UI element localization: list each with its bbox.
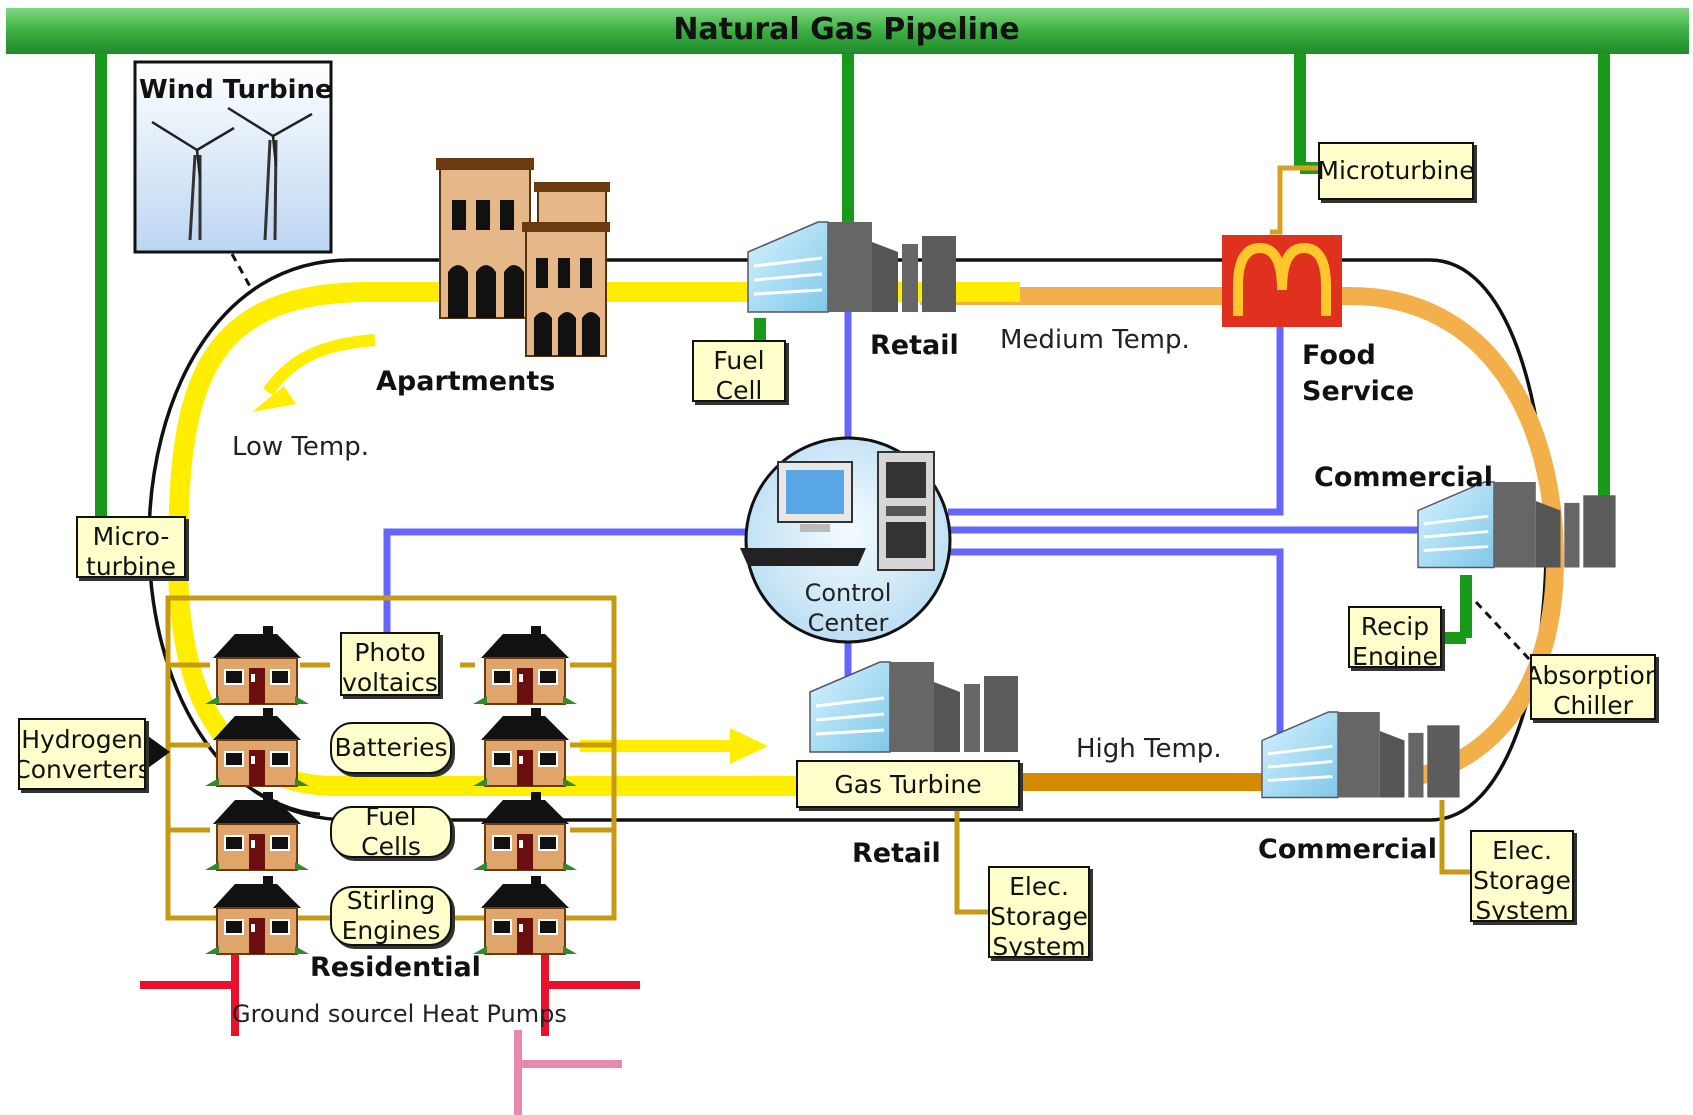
gas-lines — [95, 50, 1610, 644]
ground-pipes — [140, 940, 640, 1036]
office-building-icon — [746, 220, 958, 314]
house-icon — [204, 625, 310, 705]
natural-gas-pipeline — [6, 8, 1689, 54]
computer-icon — [740, 451, 935, 571]
high-temp-label: High Temp. — [1076, 734, 1222, 764]
house-icon — [204, 875, 310, 955]
residential-arrowhead — [730, 728, 768, 764]
house-icon — [472, 875, 578, 955]
house-icon — [472, 791, 578, 871]
control-center-label: Control Center — [804, 579, 892, 637]
recip-engine-box: Recip Engine — [1348, 606, 1442, 668]
pipeline-title: Natural Gas Pipeline — [673, 12, 1020, 47]
absorption-chiller-box: Absorption Chiller — [1530, 654, 1656, 720]
photo-voltaics-box: Photo voltaics — [340, 632, 440, 696]
wind-dashed-link — [230, 253, 254, 291]
gas-turbine-box: Gas Turbine — [796, 760, 1020, 808]
office-building-icon — [808, 660, 1020, 754]
house-icon — [472, 707, 578, 787]
house-icon — [472, 625, 578, 705]
office-building-icon — [1260, 710, 1462, 799]
batteries-box: Batteries — [330, 722, 452, 774]
golden-arches-logo — [1222, 235, 1342, 327]
apartments-label: Apartments — [376, 366, 556, 397]
chiller-dashed-link — [1474, 600, 1532, 662]
commercial-right-label: Commercial — [1314, 462, 1493, 493]
ground-source-label: Ground sourcel Heat Pumps — [232, 1000, 567, 1028]
medium-temp-label: Medium Temp. — [1000, 325, 1190, 355]
apartment-building-icon — [436, 158, 610, 357]
ground-pipes-faded — [514, 1030, 622, 1115]
microturbine-top-box: Microturbine — [1318, 142, 1474, 200]
micro-turbine-left-box: Micro- turbine — [76, 516, 186, 578]
house-icon — [204, 791, 310, 871]
food-service-label: Food Service — [1302, 340, 1415, 407]
fuel-cells-box: Fuel Cells — [330, 806, 452, 858]
commercial-bottom-label: Commercial — [1258, 834, 1437, 865]
retail-top-label: Retail — [870, 330, 959, 361]
low-temp-label: Low Temp. — [232, 432, 370, 462]
low-temp-flow-arrow — [263, 334, 376, 396]
retail-bottom-label: Retail — [852, 838, 941, 869]
fuel-cell-box: Fuel Cell — [692, 340, 786, 402]
wind-turbine-icon — [133, 60, 333, 254]
hydrogen-arrowhead — [148, 736, 170, 768]
stirling-engines-box: Stirling Engines — [330, 886, 452, 946]
residential-label: Residential — [310, 952, 481, 983]
wind-turbine-label: Wind Turbine — [139, 75, 333, 105]
hydrogen-converters-box: Hydrogen Converters — [18, 718, 146, 790]
low-temp-arrowhead — [252, 386, 296, 412]
elec-storage-box-2: Elec. Storage System — [1470, 830, 1574, 922]
control-center-node — [740, 436, 952, 644]
elec-storage-box-1: Elec. Storage System — [988, 866, 1090, 958]
